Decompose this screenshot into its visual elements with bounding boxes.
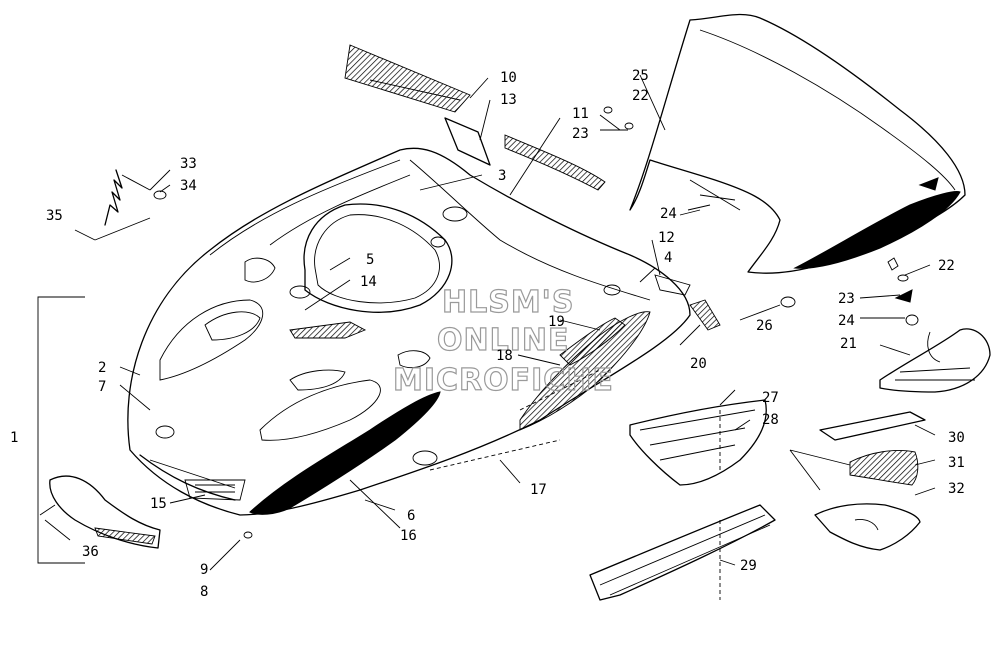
callout-29: 29 [740, 558, 757, 574]
leader-lines-pads [789, 449, 851, 491]
callout-13: 13 [500, 92, 517, 108]
callout-16: 16 [400, 528, 417, 544]
callout-2: 2 [98, 360, 106, 376]
callout-7: 7 [98, 379, 106, 395]
callout-10: 10 [500, 70, 517, 86]
callout-labels: 1 2 3 4 5 6 7 8 9 10 11 12 13 14 15 16 1… [10, 68, 965, 600]
callout-19: 19 [548, 314, 565, 330]
vent-13 [444, 117, 491, 166]
callout-14: 14 [360, 274, 377, 290]
lower-nose-36 [39, 475, 253, 549]
callout-26: 26 [756, 318, 773, 334]
callout-25: 25 [632, 68, 649, 84]
hood-assembly [127, 147, 691, 516]
callout-3: 3 [498, 168, 506, 184]
watermark-line3: MICROFICHE [393, 363, 614, 398]
callout-35: 35 [46, 208, 63, 224]
callout-15: 15 [150, 496, 167, 512]
callout-30: 30 [948, 430, 965, 446]
windshield-25 [629, 13, 966, 274]
leader-lines [119, 74, 936, 571]
callout-23-top: 23 [572, 126, 589, 142]
grommet-26 [780, 296, 796, 308]
callout-8: 8 [200, 584, 208, 600]
callout-11: 11 [572, 106, 589, 122]
callout-32: 32 [948, 481, 965, 497]
callout-28: 28 [762, 412, 779, 428]
deflector-21 [879, 328, 991, 393]
bracket-1 [37, 296, 85, 564]
watermark-line2: ONLINE [437, 323, 570, 358]
callout-21: 21 [840, 336, 857, 352]
callout-17: 17 [530, 482, 547, 498]
vent-strip-11 [504, 134, 606, 191]
latch-20 [689, 299, 721, 331]
callout-9: 9 [200, 562, 208, 578]
vent-insert-10 [344, 44, 471, 113]
windshield-hardware-top [599, 106, 711, 211]
callout-5: 5 [366, 252, 374, 268]
pad-32 [814, 503, 921, 551]
callout-4: 4 [664, 250, 672, 266]
callout-20: 20 [690, 356, 707, 372]
callout-1: 1 [10, 430, 18, 446]
pad-31 [849, 450, 919, 486]
callout-33: 33 [180, 156, 197, 172]
callout-6: 6 [407, 508, 415, 524]
callout-24-right: 24 [838, 313, 855, 329]
callout-31: 31 [948, 455, 965, 471]
spring-33 [74, 169, 167, 241]
callout-12: 12 [658, 230, 675, 246]
callout-24-top: 24 [660, 206, 677, 222]
bracket-12 [654, 274, 691, 296]
watermark: HLSM'S ONLINE MICROFICHE [392, 284, 614, 398]
callout-36: 36 [82, 544, 99, 560]
skid-plate-29 [589, 504, 776, 601]
pad-30 [819, 411, 926, 441]
windshield-hardware-right [887, 257, 919, 326]
callout-22-right: 22 [938, 258, 955, 274]
tray-27 [629, 399, 767, 486]
callout-18: 18 [496, 348, 513, 364]
callout-34: 34 [180, 178, 197, 194]
callout-27: 27 [762, 390, 779, 406]
callout-23-right: 23 [838, 291, 855, 307]
callout-22-top: 22 [632, 88, 649, 104]
watermark-line1: HLSM'S [442, 285, 574, 320]
